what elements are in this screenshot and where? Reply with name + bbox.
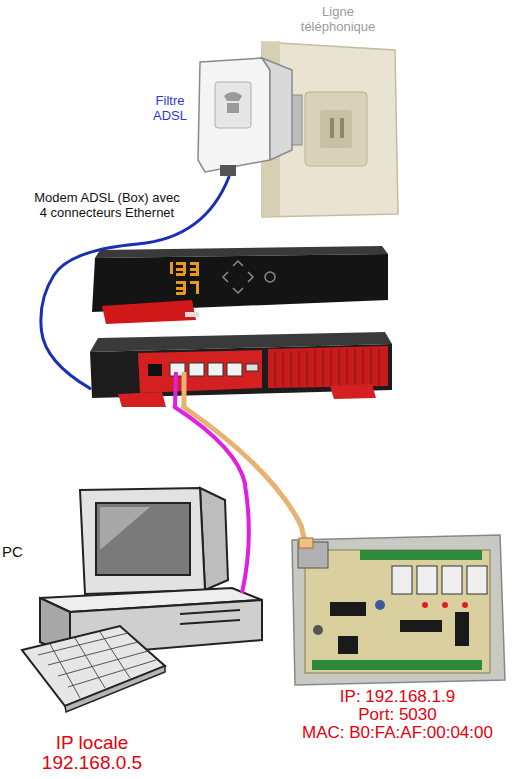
device-label: Ligne téléphonique: [288, 4, 388, 34]
device-label: PC: [2, 543, 26, 560]
mac-address: MAC: B0:FA:AF:00:04:00: [290, 724, 505, 742]
adsl-filter: [198, 58, 302, 176]
ip-address: IP: 192.168.1.9: [290, 688, 505, 706]
filter-node: Filtre ADSL: [195, 55, 292, 177]
wall-socket: [262, 41, 398, 217]
modem-node: Modem ADSL (Box) avec 4 connecteurs Ethe…: [90, 252, 392, 407]
wall-socket-node: Ligne téléphonique: [258, 38, 398, 218]
port-number: Port: 5030: [290, 706, 505, 724]
card-node: IP: 192.168.1.9Port: 5030MAC: B0:FA:AF:0…: [290, 525, 505, 685]
relay-card: [292, 525, 505, 685]
ethernet-cable: [184, 407, 301, 525]
adsl-modem: [90, 246, 392, 407]
device-label: Modem ADSL (Box) avec 4 connecteurs Ethe…: [32, 190, 182, 220]
pc-node: PCIP locale 192.168.0.5: [20, 485, 265, 710]
device-label: Filtre ADSL: [147, 93, 193, 123]
ip-address: IP locale 192.168.0.5: [17, 733, 167, 773]
pc-computer: [22, 485, 262, 712]
